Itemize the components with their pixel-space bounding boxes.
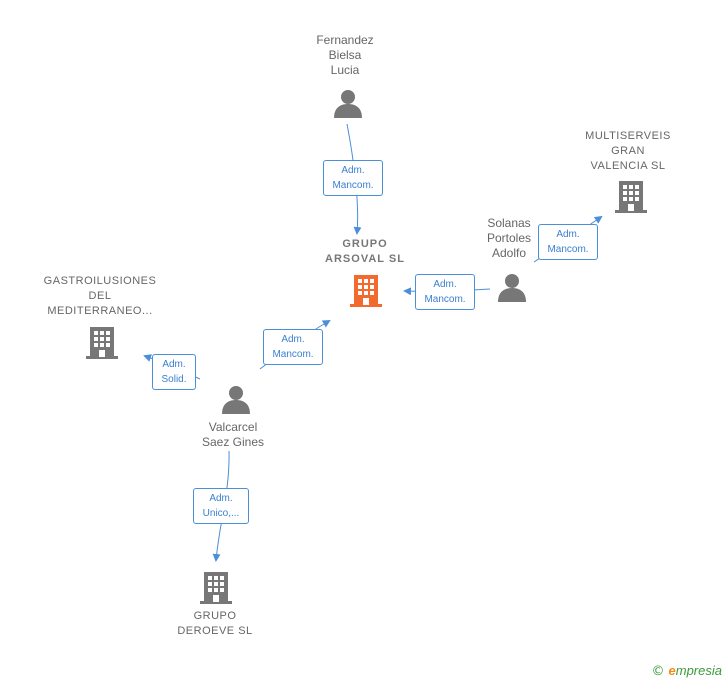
edge-label-valcarcel-gastro[interactable]: Adm. Solid. (152, 354, 196, 390)
empresia-logo: ©empresia (652, 663, 722, 679)
company-label-deroeve: GRUPO DEROEVE SL (177, 610, 253, 637)
main-company-label: GRUPO ARSOVAL SL (325, 238, 405, 265)
company-label-gastroilusiones: GASTROILUSIONES DEL MEDITERRANEO... (43, 275, 157, 317)
edge-label-valcarcel-arsoval[interactable]: Adm. Mancom. (263, 329, 323, 365)
company-label-multiserveis: MULTISERVEIS GRAN VALENCIA SL (585, 130, 671, 172)
edge-label-valcarcel-deroeve[interactable]: Adm. Unico,... (193, 488, 249, 524)
edge-label-fernandez-arsoval[interactable]: Adm. Mancom. (323, 160, 383, 196)
brand-name: mpresia (675, 663, 722, 678)
person-icon[interactable] (333, 88, 363, 118)
person-label-fernandez: Fernandez Bielsa Lucia (316, 33, 374, 77)
edge-label-solanas-multiserveis[interactable]: Adm. Mancom. (538, 224, 598, 260)
person-icon[interactable] (497, 272, 527, 302)
edge-label-solanas-arsoval[interactable]: Adm. Mancom. (415, 274, 475, 310)
company-building-icon[interactable] (86, 325, 118, 359)
company-building-icon[interactable] (200, 570, 232, 604)
brand-e: e (668, 663, 676, 678)
person-label-valcarcel: Valcarcel Saez Gines (201, 420, 265, 449)
company-building-icon[interactable] (615, 179, 647, 213)
person-label-solanas: Solanas Portoles Adolfo (486, 216, 532, 260)
main-company-building-icon[interactable] (350, 273, 382, 307)
copyright-symbol: © (651, 664, 665, 679)
person-icon[interactable] (221, 384, 251, 414)
